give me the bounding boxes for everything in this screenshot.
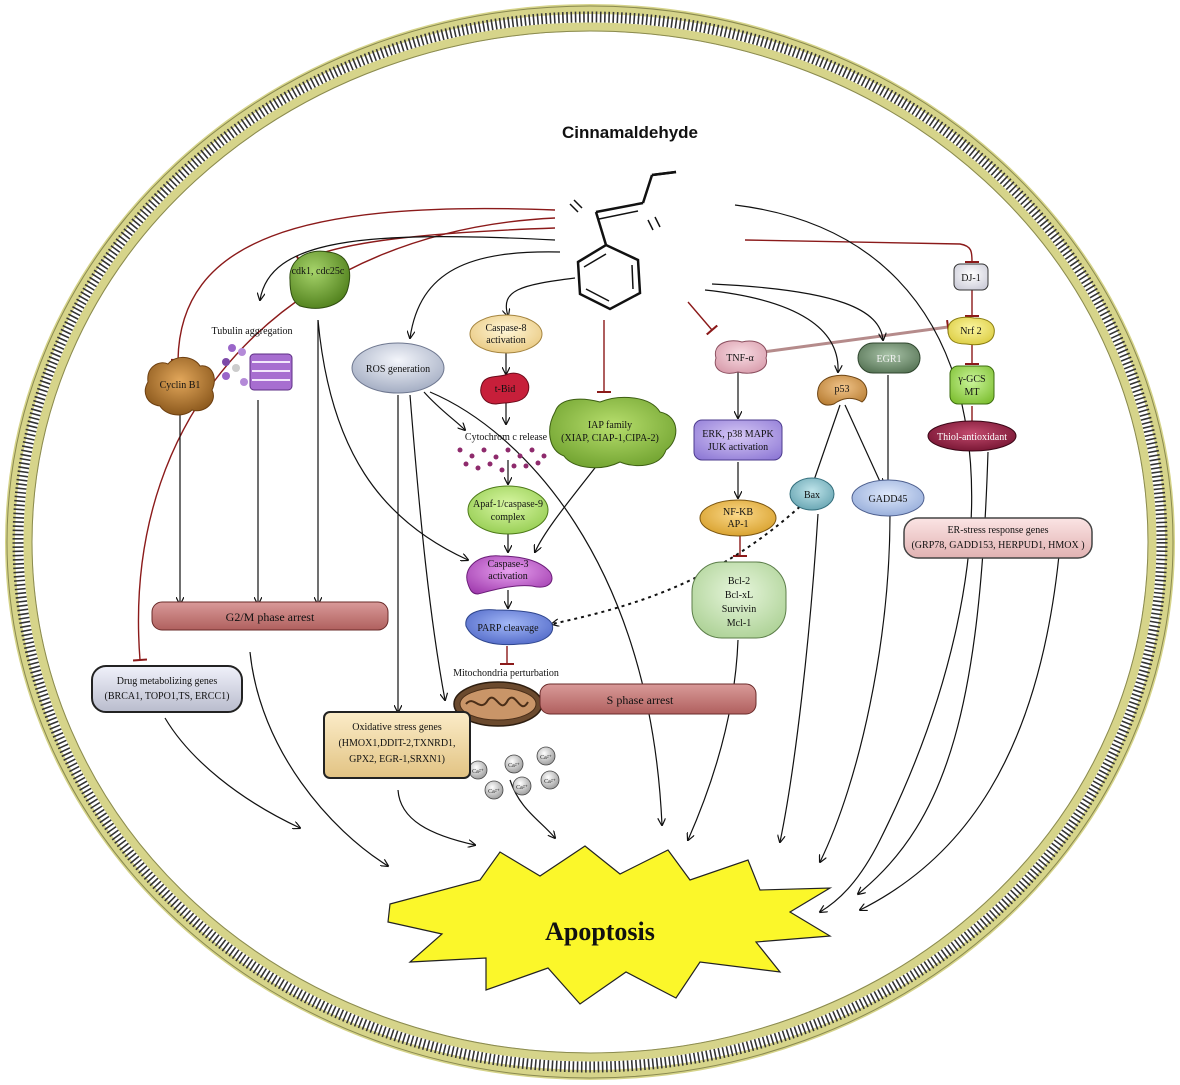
cell-membrane (5, 4, 1175, 1080)
label-drug-genes-line2: (BRCA1, TOPO1,TS, ERCC1) (105, 691, 230, 702)
label-gadd45: GADD45 (869, 494, 908, 505)
label-caspase-3-line2: activation (488, 571, 527, 582)
label-cytochrome-c-release: Cytochrom c release (465, 432, 548, 443)
node-dj-1: DJ-1 (953, 263, 989, 291)
node-caspase-8: Caspase-8 activation (469, 314, 543, 354)
calcium-ions: Ca²⁺ Ca²⁺ Ca²⁺ Ca²⁺ Ca²⁺ Ca²⁺ (468, 746, 560, 800)
node-cyclin-b1: Cyclin B1 (144, 357, 215, 416)
svg-text:Ca²⁺: Ca²⁺ (516, 785, 528, 791)
label-er-genes-line1: ER-stress response genes (947, 525, 1048, 536)
ca-ion: Ca²⁺ (536, 746, 556, 766)
label-bcl-line2: Bcl-xL (725, 590, 753, 601)
label-ox-genes-line3: GPX2, EGR-1,SRXN1) (349, 754, 445, 765)
svg-text:Ca²⁺: Ca²⁺ (508, 763, 520, 769)
inhibition-lines (132, 207, 980, 665)
node-nf-kb-ap-1: NF-KB AP-1 (699, 499, 777, 537)
label-ygcs-line2: MT (965, 387, 980, 398)
label-egr1: EGR1 (877, 354, 902, 365)
tubulin-particles (222, 344, 293, 391)
bar-s-phase-arrest: S phase arrest (539, 683, 757, 715)
box-er-stress-genes: ER-stress response genes (GRP78, GADD153… (903, 517, 1093, 559)
label-apaf-line1: Apaf-1/caspase-9 (473, 499, 543, 510)
label-apoptosis: Apoptosis (545, 917, 655, 946)
node-iap-family: IAP family (XIAP, CIAP-1,CIPA-2) (549, 396, 677, 469)
node-tnf-alpha: TNF-α (714, 340, 768, 374)
svg-text:Ca²⁺: Ca²⁺ (472, 769, 484, 775)
node-bax: Bax (789, 477, 835, 511)
label-nfkb-line1: NF-KB (723, 507, 753, 518)
node-parp-cleavage: PARP cleavage (465, 609, 554, 646)
label-s-phase-arrest: S phase arrest (607, 693, 674, 707)
label-tubulin-aggregation: Tubulin aggregation (211, 326, 292, 337)
label-p53: p53 (835, 384, 850, 395)
cytochrome-dots (457, 447, 547, 473)
ca-ion: Ca²⁺ (468, 760, 488, 780)
activation-lines (164, 204, 1061, 912)
label-tnf-alpha: TNF-α (726, 353, 754, 364)
label-thiol-antioxidant: Thiol-antioxidant (937, 432, 1007, 443)
label-nrf2: Nrf 2 (960, 326, 981, 337)
label-iap-line1: IAP family (588, 420, 632, 431)
node-tubulin-aggregation: Tubulin aggregation (211, 326, 293, 391)
label-nfkb-line2: AP-1 (727, 519, 748, 530)
ca-ion: Ca²⁺ (484, 780, 504, 800)
node-p53: p53 (817, 374, 868, 406)
label-erk-line2: JUK activation (708, 442, 768, 453)
node-egr1: EGR1 (857, 342, 921, 374)
node-ros-generation: ROS generation (351, 342, 445, 394)
node-mitochondria: Mitochondria perturbation (453, 668, 559, 727)
label-apaf-line2: complex (491, 512, 525, 523)
ca-ion: Ca²⁺ (504, 754, 524, 774)
label-bcl-line3: Survivin (722, 604, 756, 615)
ca-ion: Ca²⁺ (540, 770, 560, 790)
label-ros-generation: ROS generation (366, 364, 430, 375)
label-ox-genes-line2: (HMOX1,DDIT-2,TXNRD1, (338, 738, 455, 749)
apoptosis-burst: Apoptosis (387, 845, 833, 1005)
svg-text:Ca²⁺: Ca²⁺ (544, 779, 556, 785)
node-thiol-antioxidant: Thiol-antioxidant (927, 420, 1017, 452)
label-cdk1-cdc25c: cdk1, cdc25c (292, 266, 345, 277)
node-caspase-3: Caspase-3 activation (466, 555, 553, 595)
label-g2m-phase-arrest: G2/M phase arrest (226, 610, 315, 624)
cinnamaldehyde-structure (569, 170, 677, 311)
label-dj-1: DJ-1 (961, 273, 980, 284)
node-t-bid: t-Bid (480, 372, 530, 405)
label-drug-genes-line1: Drug metabolizing genes (117, 676, 218, 687)
bar-g2m-phase-arrest: G2/M phase arrest (151, 601, 389, 631)
node-y-gcs-mt: γ-GCS MT (949, 365, 995, 405)
node-cdk1-cdc25c: cdk1, cdc25c (289, 250, 351, 309)
label-ox-genes-line1: Oxidative stress genes (352, 722, 442, 733)
svg-text:Ca²⁺: Ca²⁺ (488, 789, 500, 795)
node-erk-p38-mapk: ERK, p38 MAPK JUK activation (693, 419, 783, 461)
node-nrf2: Nrf 2 (947, 316, 995, 346)
label-mitochondria-perturbation: Mitochondria perturbation (453, 668, 559, 679)
node-bcl-2-family: Bcl-2 Bcl-xL Survivin Mcl-1 (691, 561, 787, 639)
node-gadd45: GADD45 (851, 479, 925, 517)
label-caspase-3-line1: Caspase-3 (487, 559, 528, 570)
label-caspase-8-line2: activation (486, 335, 525, 346)
title-cinnamaldehyde: Cinnamaldehyde (562, 123, 698, 142)
svg-text:Ca²⁺: Ca²⁺ (540, 755, 552, 761)
label-cyclin-b1: Cyclin B1 (160, 380, 201, 391)
label-bcl-line4: Mcl-1 (727, 618, 751, 629)
label-bax: Bax (804, 490, 820, 501)
label-iap-line2: (XIAP, CIAP-1,CIPA-2) (561, 433, 659, 444)
label-parp-cleavage: PARP cleavage (477, 623, 539, 634)
ca-ion: Ca²⁺ (512, 776, 532, 796)
label-erk-line1: ERK, p38 MAPK (702, 429, 774, 440)
label-ygcs-line1: γ-GCS (957, 374, 985, 385)
label-er-genes-line2: (GRP78, GADD153, HERPUD1, HMOX ) (911, 540, 1084, 551)
label-t-bid: t-Bid (495, 384, 516, 395)
label-caspase-8-line1: Caspase-8 (485, 323, 526, 334)
node-apaf-1-complex: Apaf-1/caspase-9 complex (467, 485, 549, 535)
box-drug-metabolizing-genes: Drug metabolizing genes (BRCA1, TOPO1,TS… (91, 665, 243, 713)
node-cytochrome-c-release: Cytochrom c release (457, 432, 548, 473)
label-bcl-line1: Bcl-2 (728, 576, 750, 587)
box-oxidative-stress-genes: Oxidative stress genes (HMOX1,DDIT-2,TXN… (323, 711, 471, 779)
